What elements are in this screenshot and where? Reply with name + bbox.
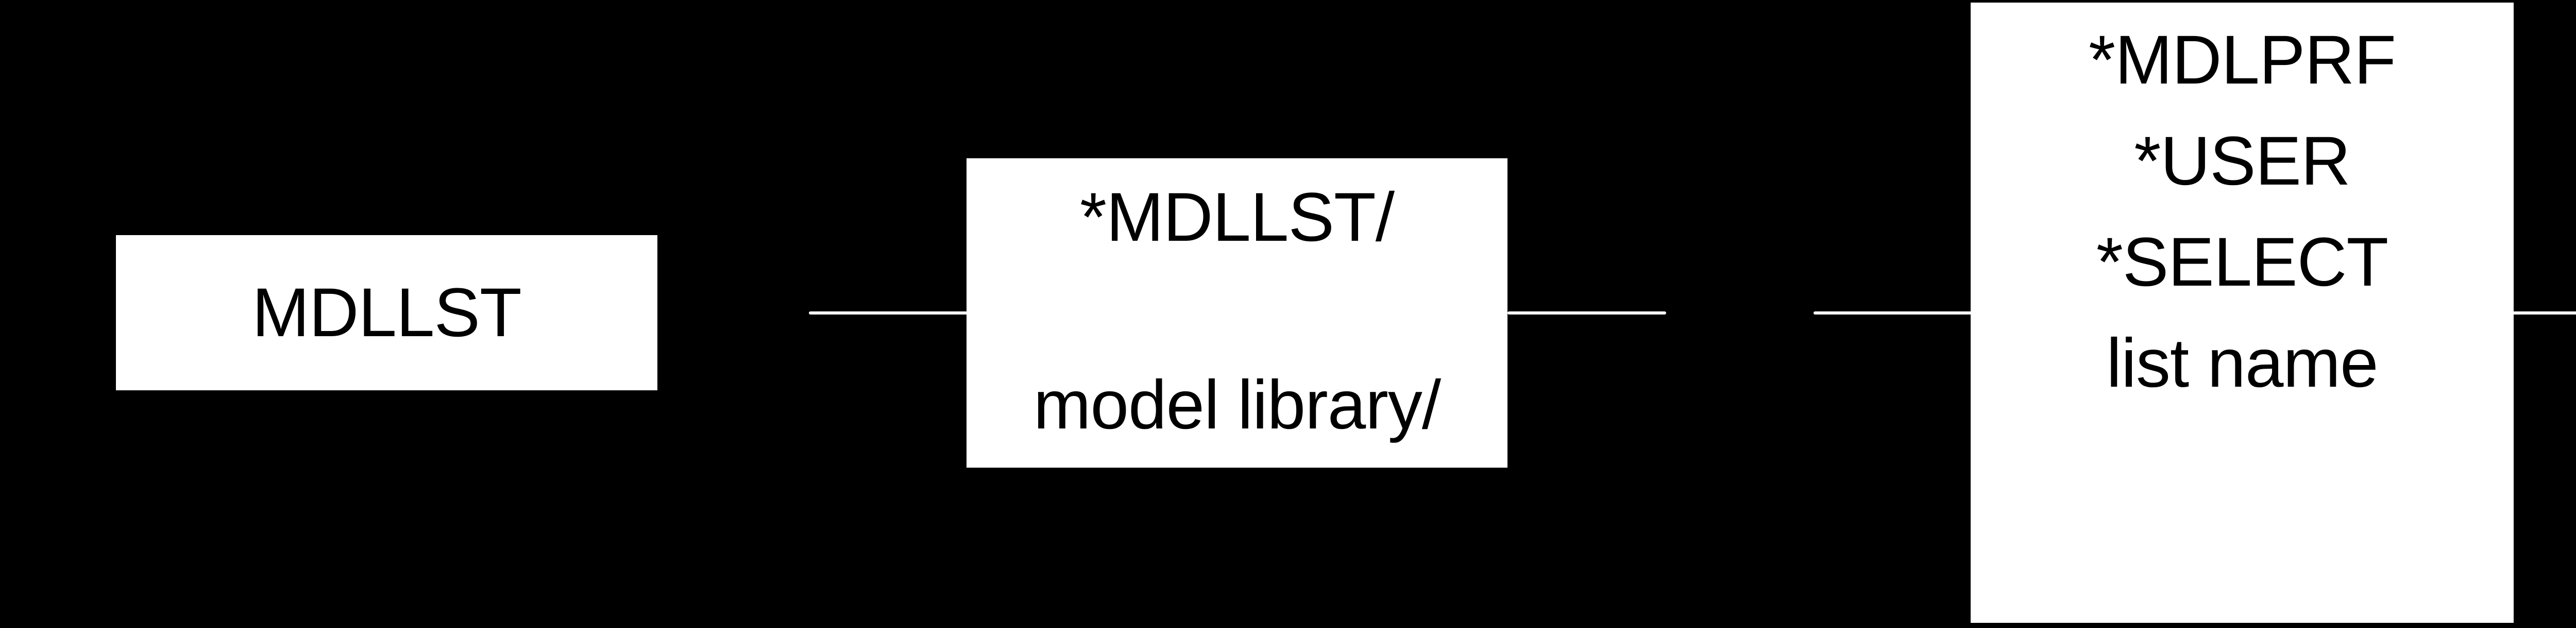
syntax-box-command-name: MDLLST [116, 235, 657, 390]
syntax-box-line: list name [2106, 325, 2378, 402]
connector-rail-3 [1814, 311, 1972, 315]
syntax-box-model-library-qualifier: *MDLLST/ model library/ [967, 158, 1507, 468]
syntax-box-line: *SELECT [2096, 224, 2388, 301]
syntax-box-line: model library/ [1033, 367, 1441, 443]
syntax-box-line: *MDLPRF [2088, 22, 2396, 98]
connector-rail-2 [1507, 311, 1666, 315]
syntax-box-list-name-options: *MDLPRF *USER *SELECT list name [1971, 3, 2514, 623]
syntax-box-line: *MDLLST/ [1079, 179, 1395, 256]
syntax-box-line: MDLLST [252, 274, 522, 351]
connector-rail-1 [809, 311, 968, 315]
syntax-box-line: *USER [2134, 123, 2350, 200]
connector-rail-4 [2513, 311, 2576, 315]
